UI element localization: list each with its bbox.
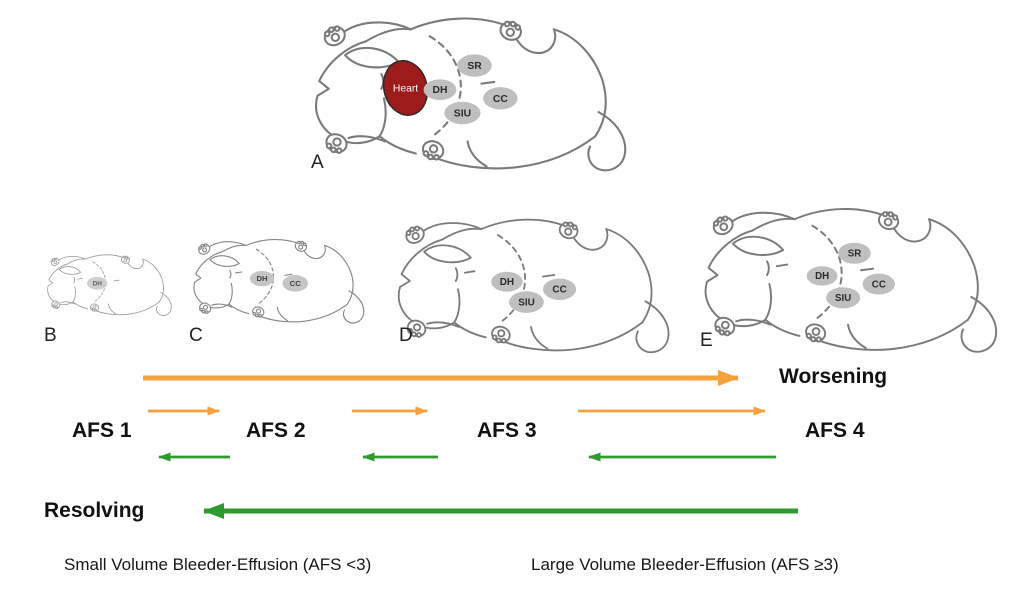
cat-panel-c: DH CC [186, 236, 376, 326]
site-siu: SIU [509, 291, 544, 313]
site-label-dh: DH [257, 274, 269, 283]
site-label-siu: SIU [518, 297, 535, 308]
site-label-cc: CC [290, 279, 302, 288]
site-heart: Heart [382, 59, 429, 116]
panel-letter-d: D [399, 325, 413, 346]
panel-letter-b: B [44, 325, 57, 346]
site-siu: SIU [826, 287, 861, 309]
afs-1-label: AFS 1 [72, 419, 132, 442]
site-label-dh: DH [500, 277, 514, 288]
site-label-dh: DH [815, 271, 829, 282]
afs-2-label: AFS 2 [246, 419, 306, 442]
site-label-heart: Heart [393, 83, 418, 94]
worsening-label: Worsening [779, 365, 888, 388]
large-volume-caption: Large Volume Bleeder-Effusion (AFS ≥3) [531, 555, 839, 574]
site-dh: DH [87, 276, 108, 290]
cat-panel-b: DH [42, 252, 180, 318]
site-label-dh: DH [433, 85, 448, 96]
site-cc: CC [543, 278, 577, 301]
cat-panel-e: SR DH CC SIU [692, 203, 1017, 357]
small-volume-caption: Small Volume Bleeder-Effusion (AFS <3) [64, 555, 372, 574]
panel-letter-a: A [311, 152, 324, 173]
cat-panel-d: DH CC SIU [386, 214, 688, 357]
site-sr: SR [457, 54, 492, 77]
site-sr: SR [838, 242, 871, 264]
afs-4-label: AFS 4 [805, 419, 865, 442]
site-label-sr: SR [467, 61, 482, 72]
site-siu: SIU [444, 101, 481, 125]
site-cc: CC [483, 87, 518, 110]
panel-letter-c: C [189, 325, 203, 346]
site-label-cc: CC [493, 94, 508, 105]
site-label-dh: DH [93, 280, 103, 287]
panel-letter-e: E [700, 330, 713, 351]
site-label-siu: SIU [835, 293, 851, 304]
site-label-siu: SIU [454, 108, 471, 119]
site-dh: DH [806, 266, 838, 286]
afs-3-label: AFS 3 [477, 419, 537, 442]
site-cc: CC [862, 273, 896, 295]
site-label-cc: CC [872, 279, 886, 290]
site-label-sr: SR [848, 248, 862, 259]
site-cc: CC [282, 275, 308, 292]
resolving-label: Resolving [44, 499, 145, 522]
site-dh: DH [249, 270, 275, 287]
site-dh: DH [423, 79, 457, 101]
site-dh: DH [491, 271, 523, 292]
site-label-cc: CC [552, 285, 566, 296]
cat-panel-a: Heart SR DH CC SIU [302, 12, 647, 176]
